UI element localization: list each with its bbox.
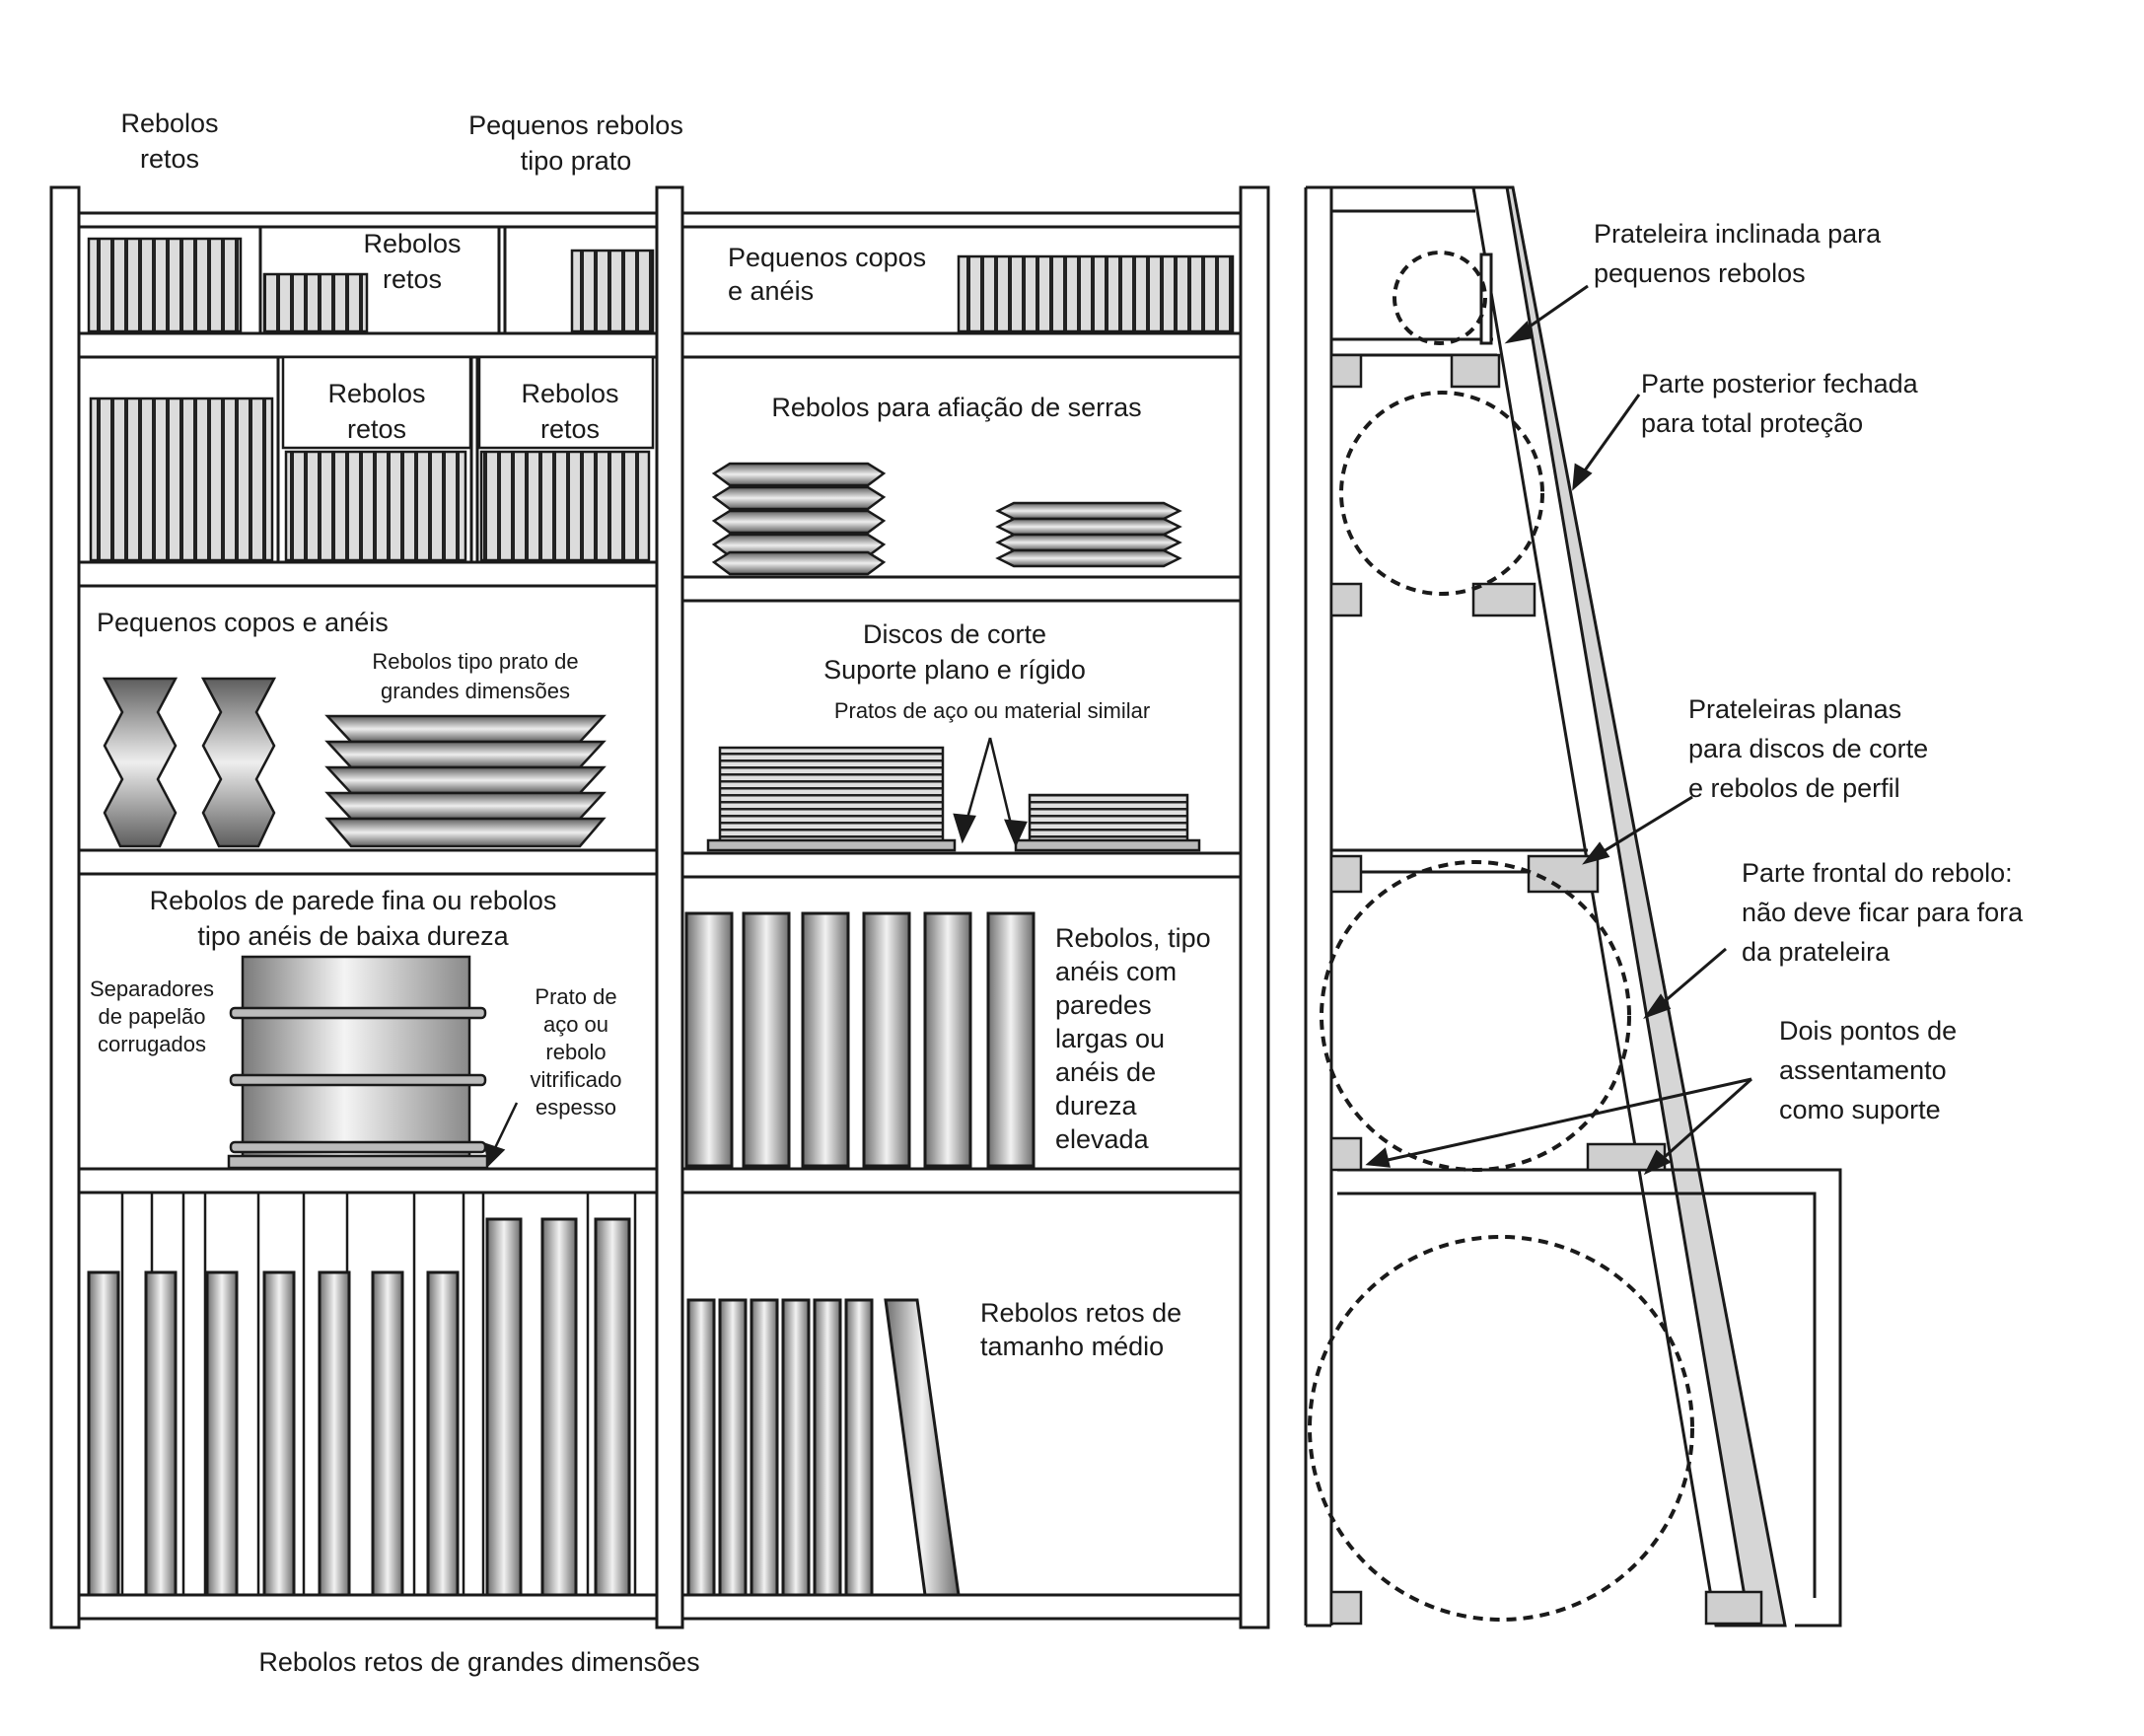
rings-label-line3: paredes [1055, 990, 1152, 1020]
callout-points-line2: assentamento [1779, 1055, 1947, 1085]
row2-straight-wheels [89, 355, 655, 562]
saw-label: Rebolos para afiação de serras [771, 393, 1141, 422]
rings-label-line5: anéis de [1055, 1057, 1156, 1087]
front-rack [49, 185, 1270, 1629]
row2b-label-line1: Rebolos [521, 379, 618, 408]
side-wheels [1308, 251, 1694, 1622]
thin-wall-wheels [227, 955, 519, 1170]
plate-label-line4: vitrificado [531, 1067, 622, 1092]
row2a-label-line1: Rebolos [327, 379, 425, 408]
row4-title-line2: tipo anéis de baixa dureza [197, 921, 509, 951]
plates-label: Pratos de aço ou material similar [834, 698, 1150, 723]
callout-front-line3: da prateleira [1742, 937, 1891, 967]
row1-label-line2: retos [383, 264, 442, 294]
row4-title-line1: Rebolos de parede fina ou rebolos [150, 886, 557, 915]
callout-inclined-line2: pequenos rebolos [1594, 258, 1806, 288]
rings-label-line7: elevada [1055, 1124, 1150, 1154]
row3-cups-label: Pequenos copos e anéis [97, 608, 389, 637]
medium-label-line1: Rebolos retos de [980, 1298, 1181, 1328]
bottom-label: Rebolos retos de grandes dimensões [258, 1647, 699, 1677]
plate-label-line1: Prato de [535, 984, 616, 1009]
cutoff-disc-stacks [706, 737, 1201, 852]
callout-back-line1: Parte posterior fechada [1641, 369, 1919, 398]
row1-straight-wheels [87, 237, 655, 333]
medium-straight-wheels [686, 1298, 961, 1597]
separators-label-line3: corrugados [98, 1032, 206, 1056]
callout-inclined-line1: Prateleira inclinada para [1594, 219, 1882, 249]
callout-flat-line2: para discos de corte [1688, 734, 1928, 763]
top-label-dish-line2: tipo prato [521, 146, 632, 176]
plate-label-line3: rebolo [545, 1040, 606, 1064]
rings-label-line6: dureza [1055, 1091, 1138, 1121]
large-dish-wheels [324, 714, 607, 848]
row1-label-line1: Rebolos [363, 229, 461, 258]
right-row1-label-line2: e anéis [728, 276, 814, 306]
separators-label-line2: de papelão [99, 1004, 206, 1029]
support-blocks [1329, 353, 1763, 1626]
row3-dish-label-line2: grandes dimensões [381, 679, 570, 703]
callout-arrows [1365, 284, 1753, 1176]
cups-and-rings [102, 677, 277, 848]
callout-points-line3: como suporte [1779, 1095, 1941, 1124]
rings-label-line2: anéis com [1055, 957, 1177, 986]
top-label-dish-line1: Pequenos rebolos [468, 110, 683, 140]
right-row1-label-line1: Pequenos copos [728, 243, 926, 272]
callout-flat-line3: e rebolos de perfil [1688, 773, 1900, 803]
wide-ring-wheels [684, 911, 1036, 1168]
discs-label-line2: Suporte plano e rígido [823, 655, 1086, 685]
plate-label-line5: espesso [536, 1095, 616, 1120]
saw-wheel-stacks [711, 462, 1182, 576]
callout-front-line2: não deve ficar para fora [1742, 898, 2024, 927]
callout-front-line1: Parte frontal do rebolo: [1742, 858, 2013, 888]
medium-label-line2: tamanho médio [980, 1332, 1164, 1361]
top-label-straight-line1: Rebolos [120, 108, 218, 138]
plate-label-line2: aço ou [543, 1012, 608, 1037]
callout-points-line1: Dois pontos de [1779, 1016, 1957, 1046]
rings-label-line4: largas ou [1055, 1024, 1165, 1053]
discs-label-line1: Discos de corte [863, 619, 1046, 649]
rings-label-line1: Rebolos, tipo [1055, 923, 1211, 953]
separators-label-line1: Separadores [90, 976, 214, 1001]
top-label-straight-line2: retos [140, 144, 199, 174]
row3-dish-label-line1: Rebolos tipo prato de [372, 649, 578, 674]
row1-cups-rings [957, 254, 1235, 333]
row2b-label-line2: retos [540, 414, 600, 444]
large-straight-wheels [87, 1193, 637, 1597]
row2a-label-line2: retos [347, 414, 406, 444]
labels: Rebolos retos Pequenos rebolos tipo prat… [90, 108, 2024, 1677]
callout-back-line2: para total proteção [1641, 408, 1863, 438]
callout-flat-line1: Prateleiras planas [1688, 694, 1901, 724]
